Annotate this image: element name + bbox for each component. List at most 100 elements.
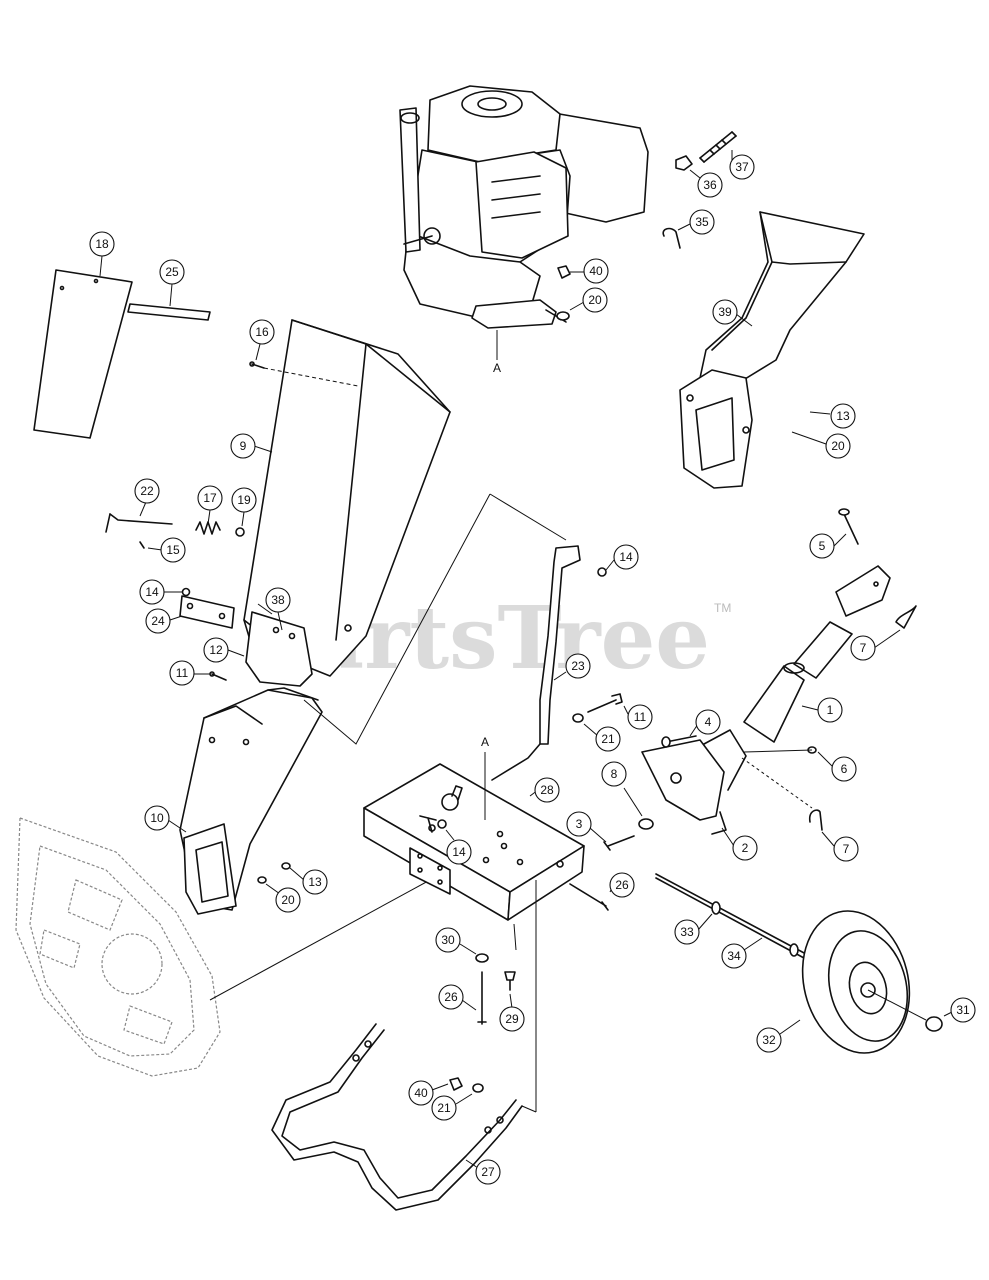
callout-30: 30 (435, 927, 477, 955)
part-28-frame (363, 763, 585, 921)
svg-text:27: 27 (481, 1165, 495, 1179)
svg-text:31: 31 (956, 1003, 970, 1017)
callout-8: 8 (601, 761, 643, 817)
svg-text:20: 20 (281, 893, 295, 907)
callout-32: 32 (756, 1019, 801, 1053)
svg-text:15: 15 (166, 543, 180, 557)
svg-text:20: 20 (831, 439, 845, 453)
svg-text:4: 4 (705, 715, 712, 729)
callout-9: 9 (230, 433, 273, 459)
callout-13-chute-right: 13 (809, 403, 856, 429)
callout-11-left: 11 (169, 660, 210, 686)
callout-23: 23 (553, 653, 591, 681)
part-1-tow-bar (743, 621, 853, 743)
callout-2: 2 (721, 827, 758, 861)
callout-3: 3 (566, 811, 607, 843)
svg-text:13: 13 (836, 409, 850, 423)
svg-text:20: 20 (588, 293, 602, 307)
part-32-wheel (801, 910, 911, 1054)
svg-text:12: 12 (209, 643, 223, 657)
part-11-bolt-right (587, 693, 623, 713)
svg-text:7: 7 (860, 641, 867, 655)
callout-6: 6 (817, 751, 857, 782)
svg-text:21: 21 (437, 1101, 451, 1115)
part-35-clip (662, 227, 681, 249)
callout-26-lower: 26 (438, 984, 477, 1011)
callout-24: 24 (145, 608, 183, 634)
callout-19: 19 (231, 487, 257, 527)
watermark-trademark: TM (714, 601, 731, 615)
part-26-bolt-right (569, 883, 609, 911)
callout-40-handle: 40 (408, 1080, 449, 1106)
callout-37: 37 (729, 150, 755, 180)
part-39-discharge-chute (679, 211, 865, 489)
svg-text:6: 6 (841, 762, 848, 776)
svg-text:14: 14 (452, 845, 466, 859)
part-37-bolt (699, 131, 737, 163)
svg-text:33: 33 (680, 925, 694, 939)
part-5-bolt (838, 508, 859, 545)
part-7-clip-lower (808, 809, 823, 831)
handle-nut-washer (449, 1077, 484, 1093)
callout-36: 36 (689, 169, 723, 198)
callout-20-chute-left: 20 (265, 883, 301, 913)
callout-31: 31 (943, 997, 976, 1023)
callout-34: 34 (721, 937, 763, 969)
callout-39: 39 (712, 299, 753, 327)
part-4-pin (661, 735, 697, 748)
svg-text:38: 38 (271, 593, 285, 607)
reference-label-engine-a: A (493, 361, 501, 375)
part-16-pin (249, 361, 265, 369)
hopper-lower-section (245, 611, 313, 687)
svg-text:14: 14 (145, 585, 159, 599)
callout-20-chute-right: 20 (791, 431, 851, 459)
callout-18: 18 (89, 231, 115, 277)
svg-text:40: 40 (589, 264, 603, 278)
callout-27: 27 (465, 1159, 501, 1185)
svg-text:9: 9 (240, 439, 247, 453)
part-8-washer (638, 818, 654, 830)
callout-10: 10 (144, 805, 187, 833)
callout-14-upper-left: 14 (139, 579, 182, 605)
part-21-washer-upper (572, 713, 584, 723)
part-14-nut-frame (437, 819, 447, 829)
svg-text:11: 11 (634, 710, 647, 724)
part-10-chute (179, 687, 323, 915)
svg-text:10: 10 (150, 811, 164, 825)
part-19-nut (235, 527, 245, 537)
part-18-deflector (33, 269, 133, 439)
svg-text:2: 2 (742, 841, 749, 855)
callout-16: 16 (249, 319, 275, 361)
svg-text:7: 7 (843, 842, 850, 856)
callout-15: 15 (147, 537, 186, 563)
svg-text:17: 17 (203, 491, 217, 505)
callout-7-lower: 7 (821, 831, 859, 862)
part-27-u-handle (271, 1023, 523, 1211)
part-25-strap (127, 303, 211, 321)
callout-11-right: 11 (623, 704, 653, 730)
flywheel-housing-ghost (15, 817, 221, 1077)
part-11-bolt-left (209, 671, 227, 681)
svg-text:40: 40 (414, 1086, 428, 1100)
callout-21-frame: 21 (583, 723, 621, 752)
part-14-nut-upper (181, 587, 191, 597)
callout-13-chute-left: 13 (289, 867, 328, 895)
callout-33: 33 (674, 913, 713, 945)
part-7-clip-upper (895, 605, 917, 629)
part-34-axle (655, 873, 807, 959)
callout-14-bracket: 38 (257, 587, 291, 615)
callout-5: 5 (809, 533, 847, 559)
callout-35: 35 (677, 209, 715, 235)
engine-nut-washer (556, 265, 571, 321)
tow-hitch-bracket (835, 565, 891, 617)
engine-assembly (399, 85, 649, 329)
callout-26-right: 26 (609, 872, 635, 898)
svg-text:34: 34 (727, 949, 741, 963)
callout-4: 4 (689, 709, 721, 737)
part-2-tongue-bracket (641, 729, 747, 835)
reference-label-frame-a: A (481, 735, 489, 749)
chute-nut-washer (257, 862, 291, 884)
frame-lower-fasteners (475, 923, 517, 1025)
callout-28: 28 (529, 777, 560, 803)
